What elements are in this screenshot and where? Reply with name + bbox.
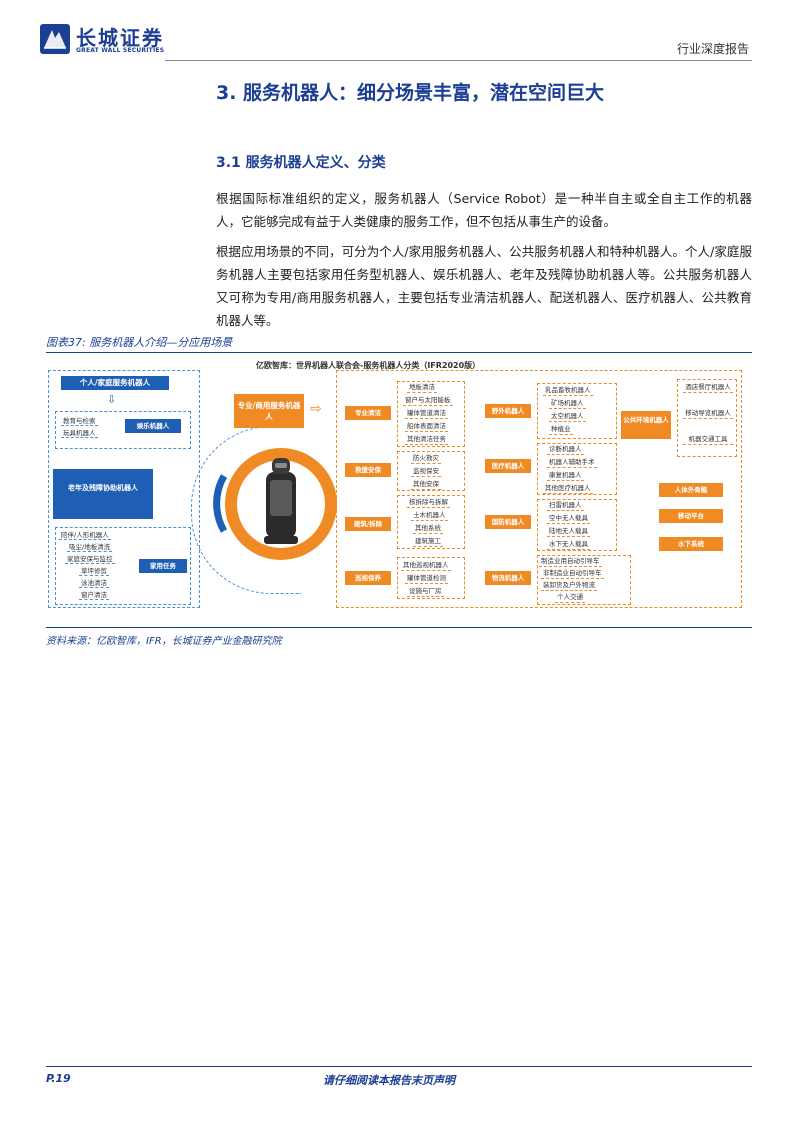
- elder-assist-tag: 老年及残障协助机器人: [53, 469, 153, 519]
- company-logo: 长城证券 GREAT WALL SECURITIES: [40, 22, 170, 58]
- list-item: 核拆除与拆解: [407, 498, 450, 508]
- category-defense: 国防机器人: [485, 515, 531, 529]
- list-item: 水下无人载具: [547, 540, 590, 550]
- list-item: 草坪修剪: [79, 567, 109, 576]
- list-item: 矿场机器人: [549, 399, 586, 409]
- logistics-group: [537, 555, 631, 605]
- personal-home-panel: 个人/家庭服务机器人 ⇩ 教育与检索 玩具机器人 娱乐机器人 老年及残障协助机器…: [48, 370, 200, 608]
- paragraph-classification: 根据应用场景的不同，可分为个人/家用服务机器人、公共服务机器人和特种机器人。个人…: [216, 244, 752, 328]
- cleaning-group: [397, 381, 465, 447]
- list-item: 陪伴/人形机器人: [59, 531, 111, 540]
- list-item: 土木机器人: [411, 511, 448, 521]
- category-medical: 医疗机器人: [485, 459, 531, 473]
- home-task-group: [55, 527, 191, 605]
- list-item: 机器人辅助手术: [547, 458, 597, 468]
- header-divider: [165, 60, 752, 61]
- list-item: 个人交通: [555, 593, 585, 603]
- special-underwater-system: 水下系统: [659, 537, 723, 551]
- public-environment-group: [677, 379, 737, 457]
- entertainment-tag: 娱乐机器人: [125, 419, 181, 433]
- figure-source: 资料来源：亿欧智库，IFR，长城证券产业金融研究院: [46, 636, 282, 647]
- logo-chinese-name: 长城证券: [76, 26, 164, 50]
- special-exoskeleton: 人体外骨骼: [659, 483, 723, 497]
- list-item: 种植业: [549, 425, 573, 435]
- section-subtitle: 3.1 服务机器人定义、分类: [216, 155, 386, 171]
- section-title: 3. 服务机器人：细分场景丰富，潜在空间巨大: [216, 82, 605, 104]
- construction-group: [397, 495, 465, 549]
- list-item: 装卸货及户外物流: [541, 581, 597, 591]
- list-item: 其他医疗机器人: [543, 484, 593, 494]
- list-item: 泳池清洁: [79, 579, 109, 588]
- classification-figure: 亿欧智库：世界机器人联合会-服务机器人分类（IFR2020版） 个人/家庭服务机…: [46, 356, 752, 624]
- list-item: 其他系统: [413, 524, 443, 534]
- report-type: 行业深度报告: [676, 42, 749, 56]
- list-item: 康复机器人: [547, 471, 584, 481]
- page-number: P.19: [46, 1072, 71, 1085]
- list-item: 太空机器人: [549, 412, 586, 422]
- figure-top-rule: [46, 352, 752, 353]
- page-header: 长城证券 GREAT WALL SECURITIES 行业深度报告: [0, 0, 794, 64]
- medical-group: [537, 443, 617, 495]
- list-item: 罐体管道清洁: [405, 409, 448, 419]
- list-item: 船体表面清洁: [405, 422, 448, 432]
- logo-english-name: GREAT WALL SECURITIES: [76, 47, 165, 54]
- list-item: 机器交通工具: [683, 435, 733, 445]
- rescue-group: [397, 451, 465, 491]
- list-item: 诊断机器人: [547, 445, 584, 455]
- service-robot-icon: [206, 436, 341, 571]
- list-item: 窗户与太阳能板: [403, 396, 453, 406]
- figure-caption: 图表37: 服务机器人介绍—分应用场景: [46, 336, 233, 349]
- list-item: 监视保安: [411, 467, 441, 477]
- list-item: 吸尘/地板清洗: [67, 543, 113, 552]
- list-item: 其他清洁任务: [405, 435, 448, 445]
- list-item: 其他巡视机器人: [401, 561, 451, 571]
- list-item: 其他安保: [411, 480, 441, 490]
- right-arrow-icon: ⇨: [310, 401, 322, 417]
- category-field: 野外机器人: [485, 404, 531, 418]
- commercial-service-tag: 专业/商用服务机器人: [234, 394, 304, 428]
- list-item: 制造业用自动引导车: [539, 557, 602, 567]
- category-public-environment: 公共环境机器人: [621, 411, 671, 439]
- list-item: 玩具机器人: [61, 429, 98, 438]
- list-item: 教育与检索: [61, 417, 98, 426]
- footer-notice: 请仔细阅读本报告末页声明: [323, 1074, 455, 1087]
- category-logistics: 物流机器人: [485, 571, 531, 585]
- list-item: 乳品畜牧机器人: [543, 386, 593, 396]
- commercial-panel: 专业清洁 地板清洁 窗户与太阳能板 罐体管道清洁 船体表面清洁 其他清洁任务 救…: [336, 370, 742, 608]
- category-inspection: 巡视保养: [345, 571, 391, 585]
- great-wall-logo-icon: [40, 24, 70, 54]
- list-item: 非制造业自动引导车: [541, 569, 604, 579]
- field-group: [537, 383, 617, 439]
- figure-bottom-rule: [46, 627, 752, 628]
- list-item: 建筑施工: [413, 537, 443, 547]
- category-rescue: 救援安保: [345, 463, 391, 477]
- home-task-tag: 家用任务: [139, 559, 187, 573]
- list-item: 地板清洁: [407, 383, 437, 393]
- inspection-group: [397, 557, 465, 599]
- list-item: 空中无人载具: [547, 514, 590, 524]
- personal-home-head: 个人/家庭服务机器人: [61, 376, 169, 390]
- commercial-service-label: 专业/商用服务机器人: [237, 401, 301, 421]
- list-item: 窗户清洁: [79, 591, 109, 600]
- entertainment-group: [55, 411, 191, 449]
- down-arrow-icon: ⇩: [107, 393, 117, 406]
- category-cleaning: 专业清洁: [345, 406, 391, 420]
- list-item: 防火救灾: [411, 454, 441, 464]
- list-item: 陆地无人载具: [547, 527, 590, 537]
- special-mobile-platform: 移动平台: [659, 509, 723, 523]
- list-item: 移动导览机器人: [683, 409, 733, 419]
- figure-title: 亿欧智库：世界机器人联合会-服务机器人分类（IFR2020版）: [256, 361, 481, 370]
- category-construction: 建筑/拆除: [345, 517, 391, 531]
- list-item: 酒店餐厅机器人: [683, 383, 733, 393]
- list-item: 家庭安保与监控: [65, 555, 115, 564]
- footer-divider: [46, 1066, 752, 1067]
- list-item: 设施与厂房: [407, 587, 444, 597]
- list-item: 扫雷机器人: [547, 501, 584, 511]
- paragraph-definition: 根据国际标准组织的定义，服务机器人（Service Robot）是一种半自主或全…: [216, 191, 752, 229]
- list-item: 罐体管道检测: [405, 574, 448, 584]
- defense-group: [537, 499, 617, 551]
